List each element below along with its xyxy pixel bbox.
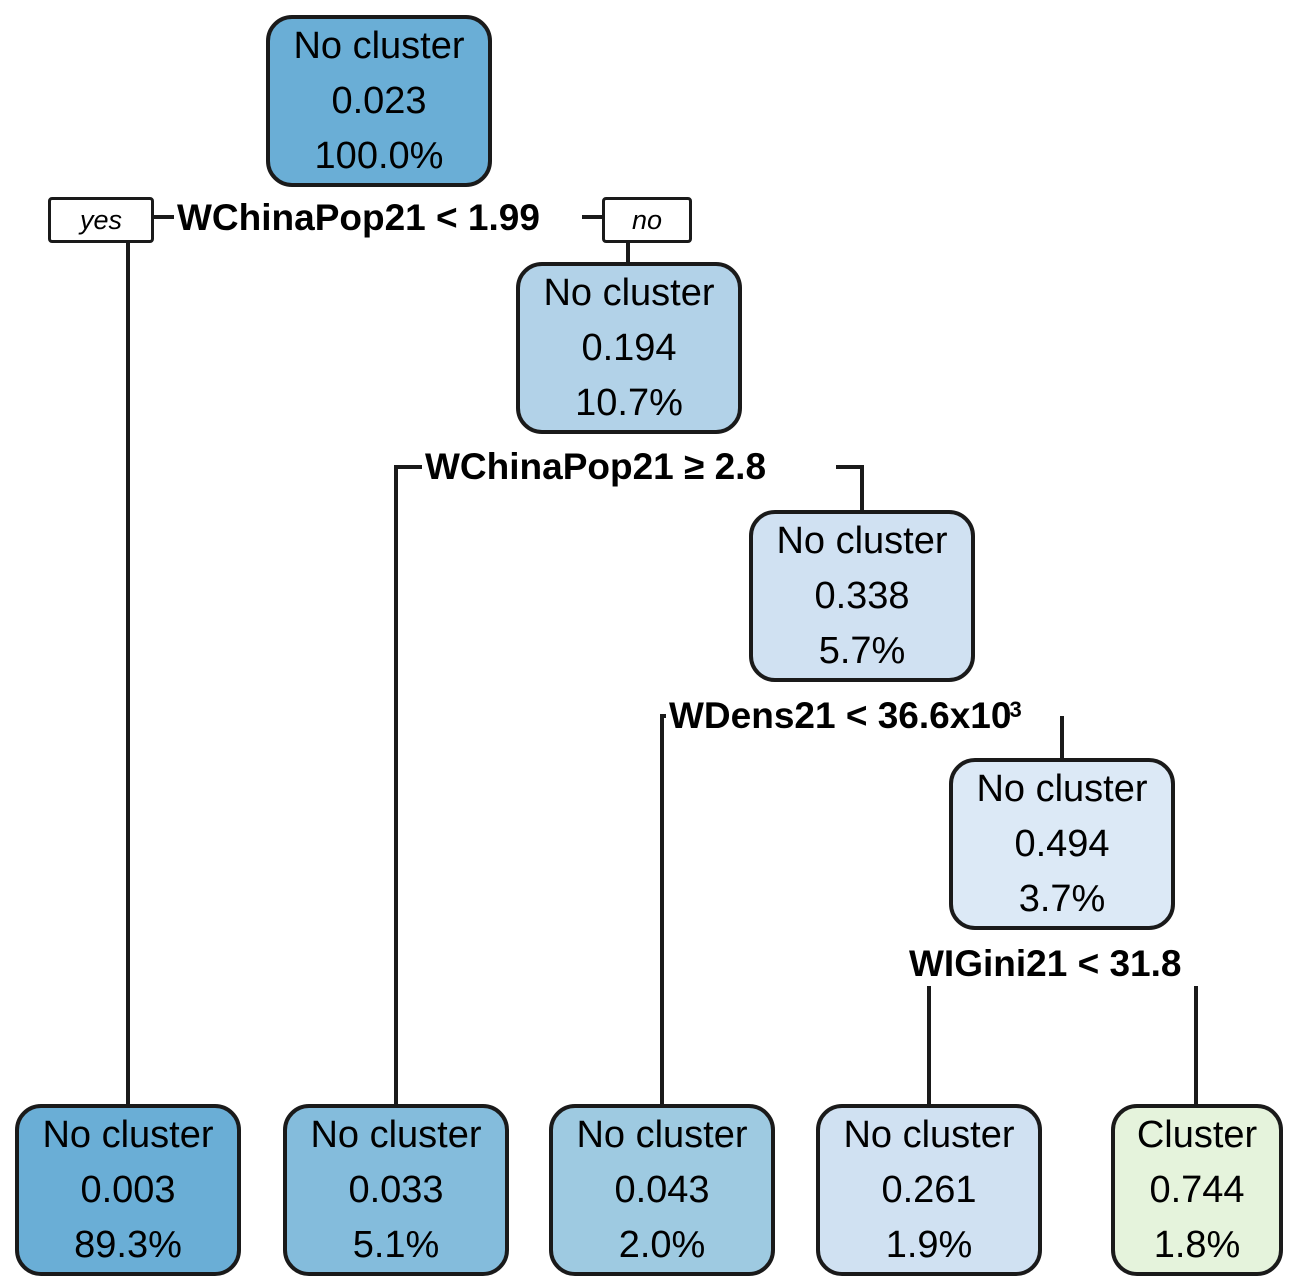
node-percentage: 1.9% (885, 1223, 973, 1266)
node-percentage: 100.0% (314, 134, 444, 177)
tree-node-2: No cluster 0.194 10.7% (516, 262, 742, 434)
node-probability: 0.043 (614, 1168, 710, 1211)
tree-leaf-2: No cluster 0.033 5.1% (283, 1104, 509, 1276)
node-probability: 0.023 (331, 79, 427, 122)
node-class-label: Cluster (1136, 1113, 1258, 1156)
node-probability: 0.194 (581, 326, 677, 369)
tree-leaf-5: Cluster 0.744 1.8% (1111, 1104, 1283, 1276)
node-class-label: No cluster (293, 24, 465, 67)
split-label-n2: WChinaPop21 ≥ 2.8 (422, 445, 770, 489)
node-class-label: No cluster (543, 271, 715, 314)
connector (836, 465, 864, 512)
tree-node-root: No cluster 0.023 100.0% (266, 15, 492, 187)
node-class-label: No cluster (843, 1113, 1015, 1156)
tree-node-4: No cluster 0.494 3.7% (949, 758, 1175, 930)
tree-leaf-4: No cluster 0.261 1.9% (816, 1104, 1042, 1276)
tree-leaf-1: No cluster 0.003 89.3% (15, 1104, 241, 1276)
split-label-n3-exponent: 3 (1009, 697, 1022, 722)
node-percentage: 2.0% (618, 1223, 706, 1266)
split-label-root: WChinaPop21 < 1.99 (174, 196, 543, 240)
node-percentage: 5.1% (352, 1223, 440, 1266)
node-percentage: 1.8% (1153, 1223, 1241, 1266)
tree-node-3: No cluster 0.338 5.7% (749, 510, 975, 682)
node-probability: 0.003 (80, 1168, 176, 1211)
node-percentage: 5.7% (818, 629, 906, 672)
node-percentage: 10.7% (575, 381, 683, 424)
no-branch-tag: no (602, 197, 692, 243)
node-class-label: No cluster (776, 519, 948, 562)
node-probability: 0.338 (814, 574, 910, 617)
node-class-label: No cluster (976, 767, 1148, 810)
connector (394, 465, 424, 1106)
node-class-label: No cluster (42, 1113, 214, 1156)
node-class-label: No cluster (310, 1113, 482, 1156)
node-probability: 0.744 (1149, 1168, 1245, 1211)
node-probability: 0.494 (1014, 822, 1110, 865)
node-percentage: 3.7% (1018, 877, 1106, 920)
yes-branch-tag: yes (48, 197, 154, 243)
tree-leaf-3: No cluster 0.043 2.0% (549, 1104, 775, 1276)
split-label-n3-text: WDens21 < 36.6x10 (669, 695, 1012, 736)
split-label-n4: WIGini21 < 31.8 (906, 942, 1185, 986)
node-probability: 0.261 (881, 1168, 977, 1211)
connector (660, 714, 668, 1106)
node-probability: 0.033 (348, 1168, 444, 1211)
split-label-n3: WDens21 < 36.6x103 (666, 694, 1025, 738)
node-class-label: No cluster (576, 1113, 748, 1156)
node-percentage: 89.3% (74, 1223, 182, 1266)
